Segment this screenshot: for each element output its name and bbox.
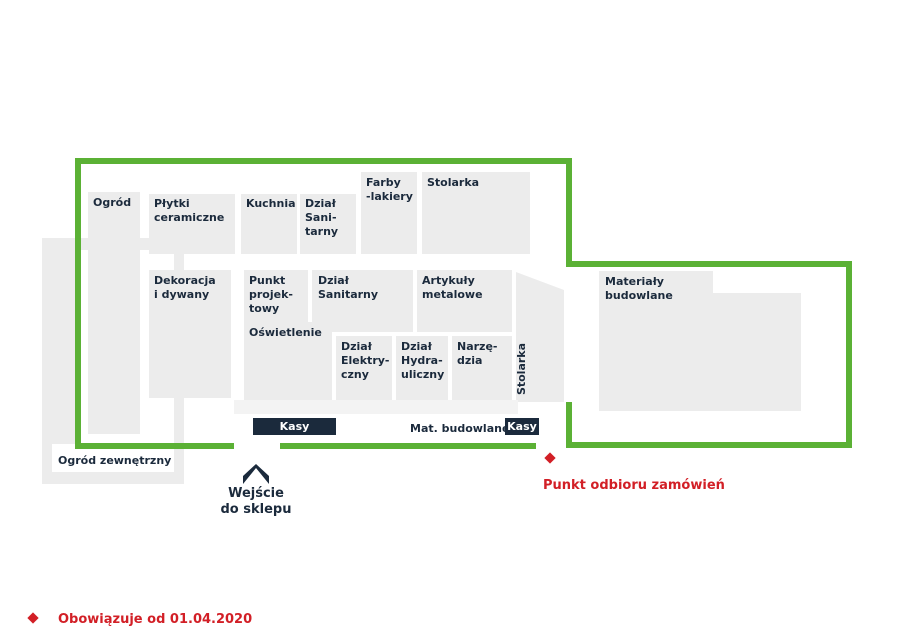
pickup-point-label[interactable]: Punkt odbioru zamówień xyxy=(543,478,725,493)
checkout-kasy-right[interactable]: Kasy xyxy=(505,418,539,435)
label-artykuly: Artykuły metalowe xyxy=(422,274,483,301)
label-ogrod-zewnetrzny: Ogród zewnętrzny xyxy=(58,454,172,467)
label-elektryczny: Dział Elektry- czny xyxy=(341,340,390,381)
label-sanitarny-mid: Dział Sanitarny xyxy=(318,274,379,301)
zone-stolarka-top[interactable] xyxy=(422,172,530,254)
entrance-label[interactable]: Wejście do sklepu xyxy=(220,486,292,517)
zone-ogrod[interactable] xyxy=(88,192,140,434)
label-farby: Farby -lakiery xyxy=(366,176,413,203)
label-punkt: Punkt projek- towy xyxy=(249,274,293,315)
zone-plytki[interactable] xyxy=(149,194,235,254)
zone-kuchnia[interactable] xyxy=(241,194,297,254)
label-kuchnia: Kuchnia xyxy=(246,197,296,210)
zone-artykuly[interactable] xyxy=(417,270,512,332)
validity-footer: Obowiązuje od 01.04.2020 xyxy=(58,612,253,627)
zone-farby[interactable] xyxy=(361,172,417,254)
label-plytki: Płytki ceramiczne xyxy=(154,197,225,224)
zone-materialy[interactable] xyxy=(599,271,801,411)
label-sanitarny-top: Dział Sani- tarny xyxy=(305,197,339,238)
corridor-band xyxy=(234,400,518,414)
outdoor-garden-band xyxy=(52,250,78,444)
label-stolarka-top: Stolarka xyxy=(427,176,480,189)
zone-dekoracja[interactable] xyxy=(149,270,231,398)
label-dekoracja: Dekoracja i dywany xyxy=(154,274,216,301)
zone-stolarka-side[interactable] xyxy=(516,272,564,402)
label-stolarka-side: Stolarka xyxy=(515,342,529,396)
zone-sanitarny-top[interactable] xyxy=(300,194,356,254)
label-hydrauliczny: Dział Hydra- uliczny xyxy=(401,340,445,381)
label-materialy: Materiały budowlane xyxy=(605,275,673,302)
checkout-kasy-left[interactable]: Kasy xyxy=(253,418,336,435)
zone-narzedzia[interactable] xyxy=(452,336,512,400)
zone-hydrauliczny[interactable] xyxy=(396,336,448,400)
zone-punkt[interactable] xyxy=(244,270,308,322)
label-mat-budowlane: Mat. budowlane xyxy=(410,422,510,435)
zone-elektryczny[interactable] xyxy=(336,336,392,400)
zone-sanitarny-mid[interactable] xyxy=(312,270,413,332)
zone-oswietlenie[interactable] xyxy=(244,322,332,400)
label-ogrod: Ogród xyxy=(93,196,132,209)
chevron-up-icon xyxy=(243,464,269,484)
label-narzedzia: Narzę- dzia xyxy=(457,340,498,367)
label-oswietlenie: Oświetlenie xyxy=(249,326,322,339)
